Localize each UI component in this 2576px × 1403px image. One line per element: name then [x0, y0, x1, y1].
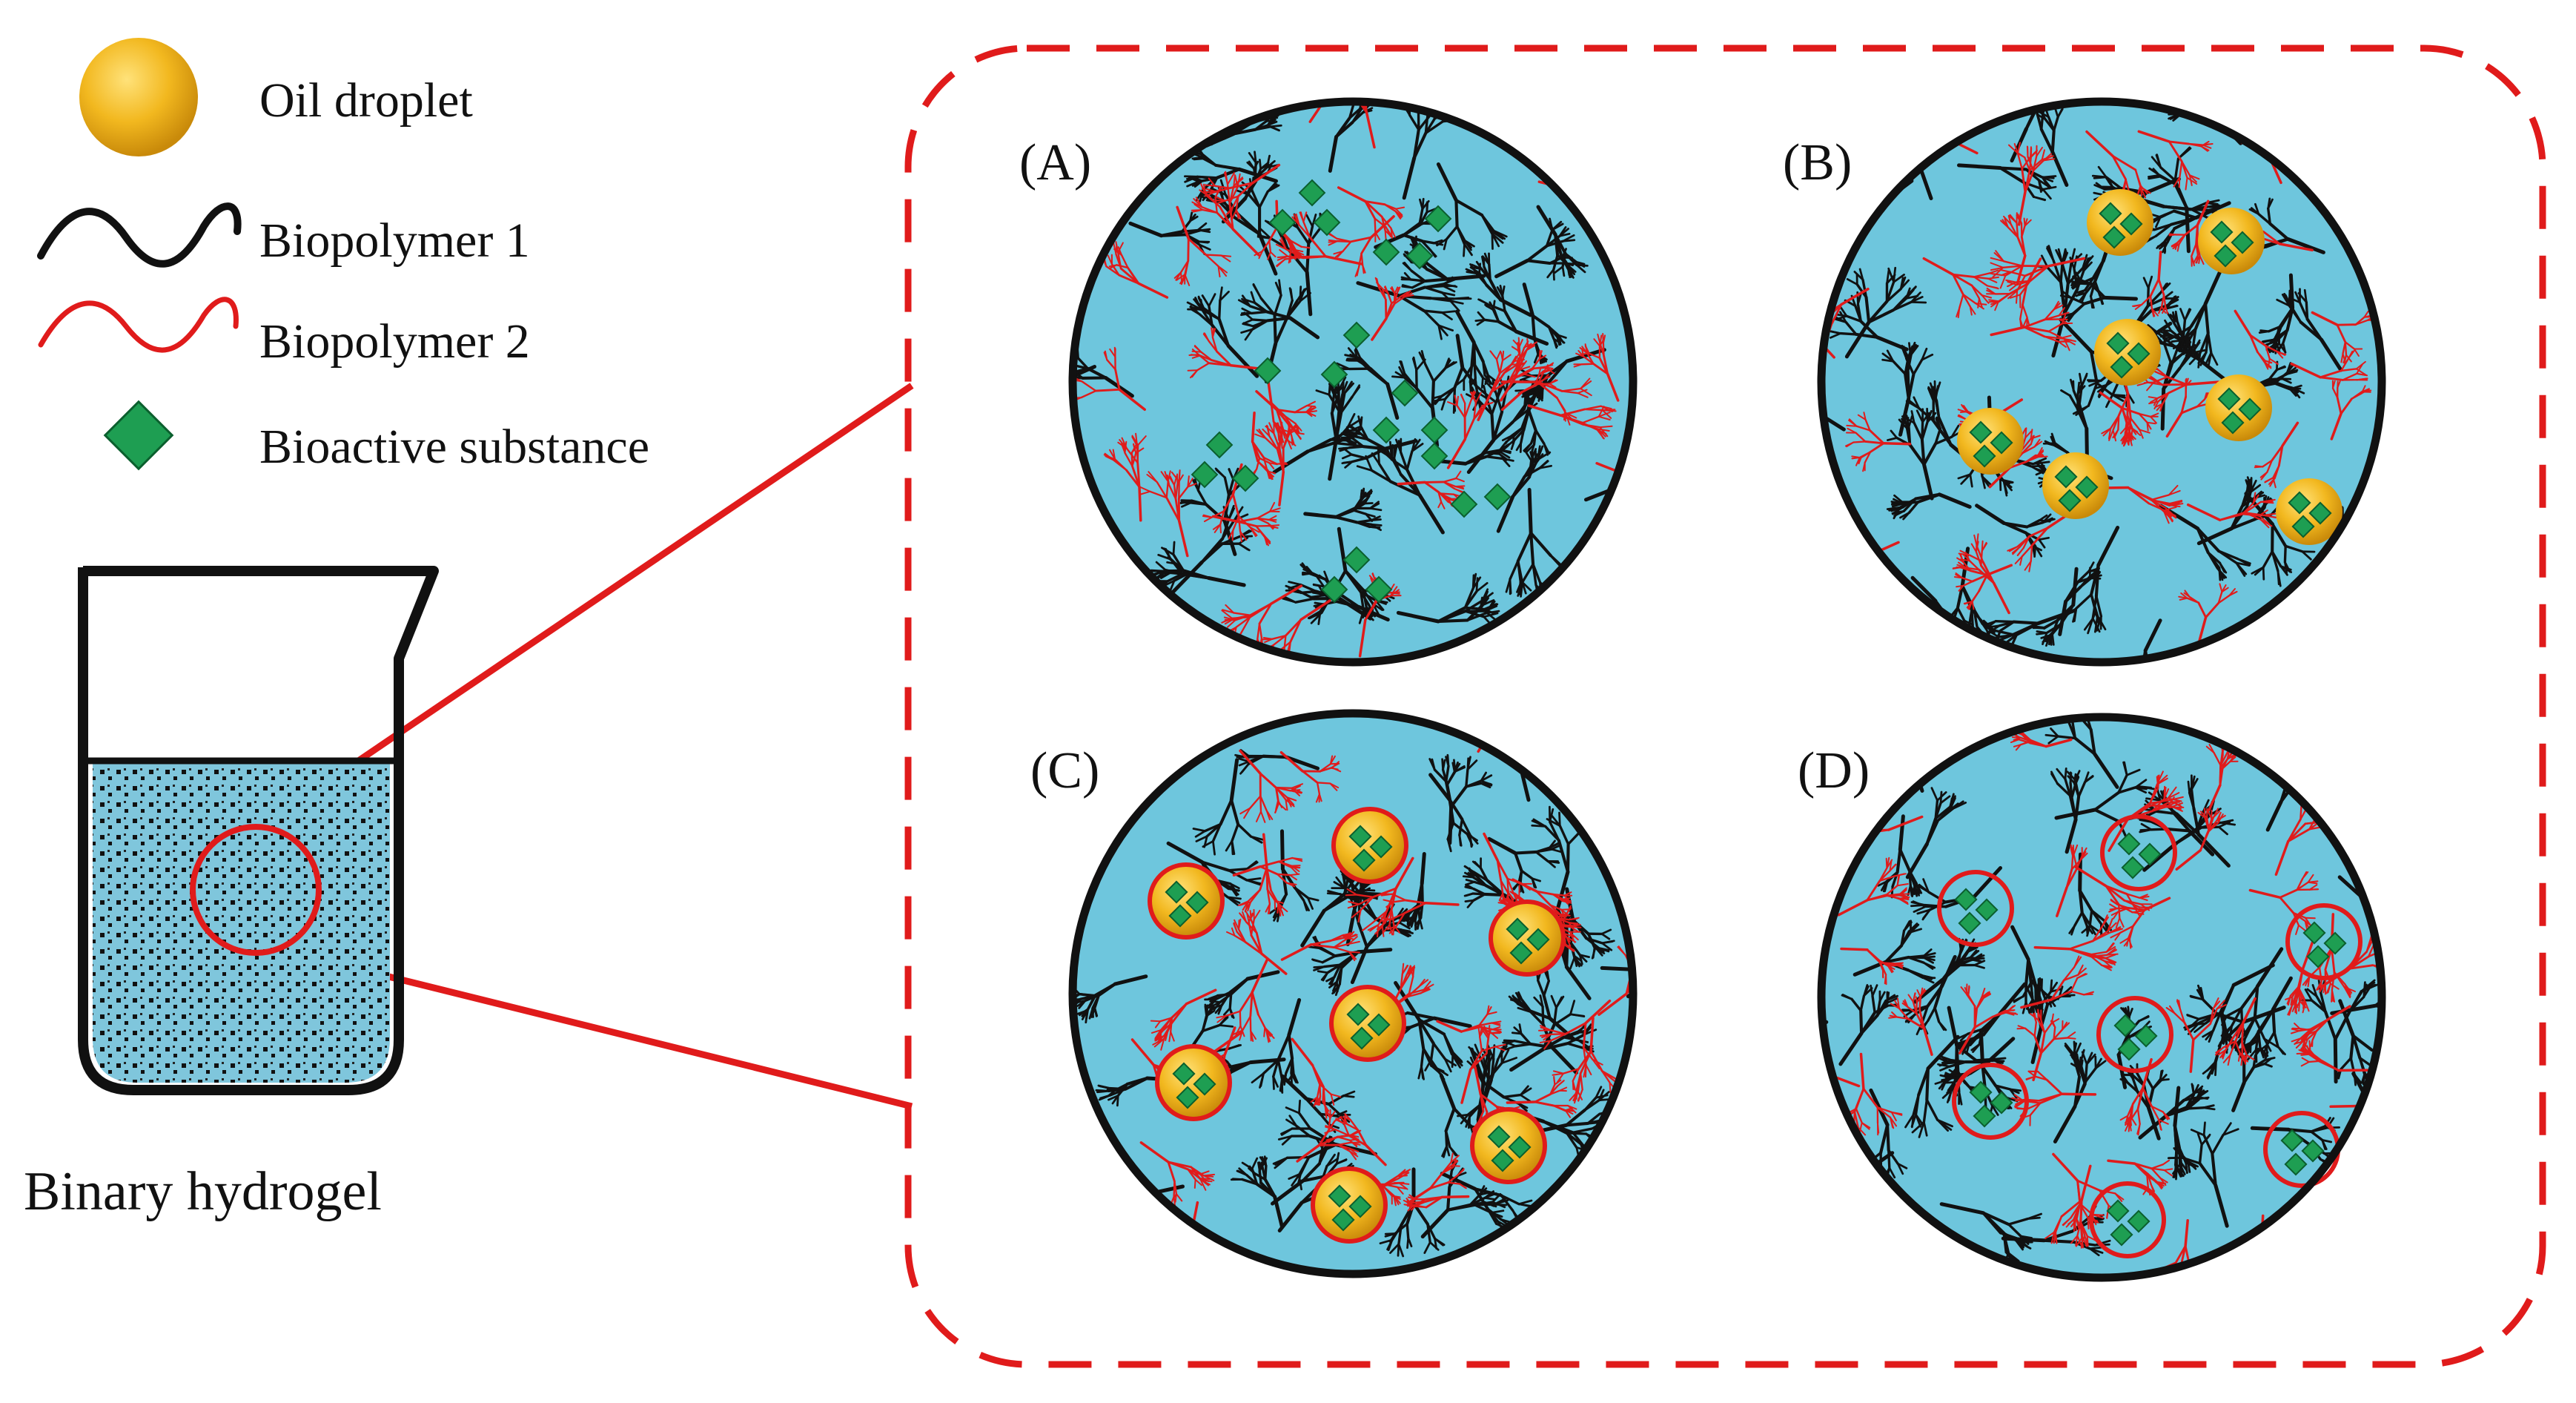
panels-group	[996, 44, 2454, 1305]
panel-a	[996, 44, 1659, 672]
panel-label-a: (A)	[1019, 137, 1091, 189]
panel-label-d: (D)	[1798, 745, 1870, 797]
black-wave-icon	[41, 206, 238, 264]
red-wave-icon	[41, 300, 236, 350]
legend-label-oil-droplet: Oil droplet	[259, 76, 473, 125]
panel-label-b: (B)	[1783, 137, 1852, 189]
panel-c	[1069, 690, 1698, 1274]
beaker-liquid	[82, 756, 400, 1090]
beaker-caption: Binary hydrogel	[24, 1164, 382, 1219]
beaker	[82, 567, 434, 1090]
oil-droplet-icon	[79, 38, 198, 156]
green-diamond-icon	[105, 402, 173, 469]
legend	[41, 38, 238, 469]
panel-label-c: (C)	[1030, 745, 1099, 797]
legend-label-bioactive-substance: Bioactive substance	[259, 423, 649, 472]
legend-label-biopolymer-1: Biopolymer 1	[259, 217, 530, 265]
legend-label-biopolymer-2: Biopolymer 2	[259, 317, 530, 366]
